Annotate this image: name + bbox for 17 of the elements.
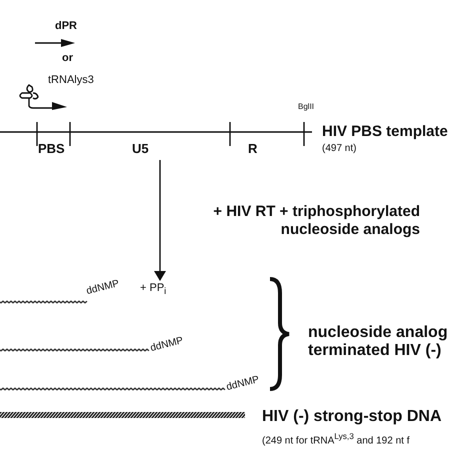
trna-label: tRNAlys3: [48, 74, 94, 86]
length-note: (497 nt): [322, 143, 356, 154]
region-label: U5: [132, 142, 149, 156]
terminator-label: ddNMP: [85, 278, 120, 297]
restriction-site-label: BglII: [298, 103, 314, 112]
product-label: nucleoside analog terminated HIV (-): [308, 324, 449, 360]
region-label: R: [248, 142, 258, 156]
primer-label: dPR: [55, 20, 77, 32]
product-note: (249 nt for tRNA$^{Lys,3}$ and 192 nt f: [262, 432, 410, 446]
arrow: [154, 160, 166, 281]
or-label: or: [62, 52, 73, 64]
product-label: HIV (-) strong-stop DNA: [262, 408, 442, 426]
byproduct-label: + PP$_{i}$: [140, 282, 166, 296]
template-label: HIV PBS template: [322, 124, 448, 140]
terminator-label: ddNMP: [225, 374, 260, 393]
region-label: PBS: [38, 142, 65, 156]
terminator-label: ddNMP: [149, 335, 184, 354]
